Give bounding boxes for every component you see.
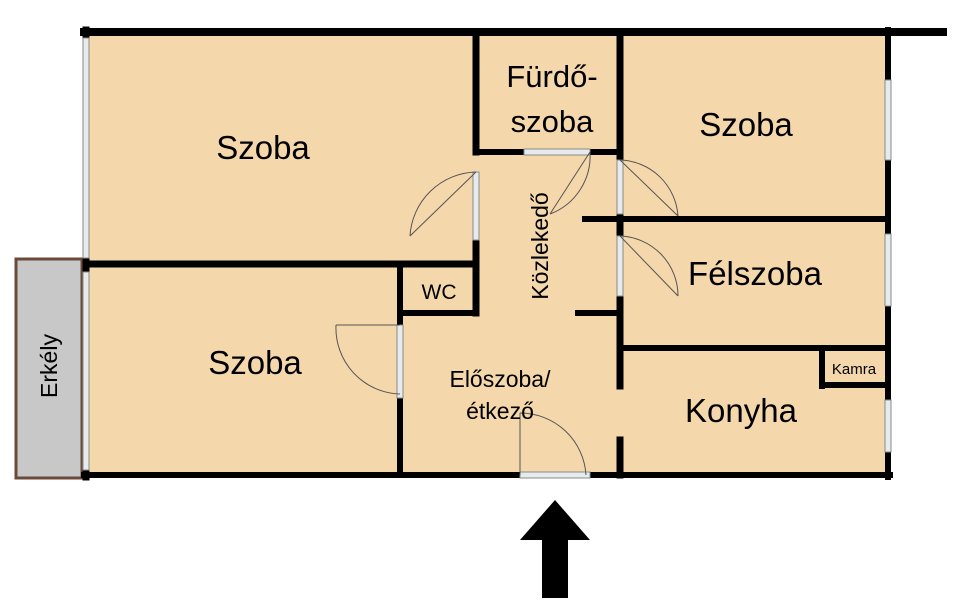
window-right-mid <box>884 233 892 307</box>
window-right-lower <box>884 399 892 453</box>
label-furdoszoba-2: szoba <box>511 104 594 139</box>
door-szoba-right <box>619 159 679 217</box>
frame-szoba-right <box>616 159 624 215</box>
frame-entrance <box>519 471 591 479</box>
frame-szoba-top-left <box>472 171 480 241</box>
label-felszoba: Félszoba <box>688 255 823 292</box>
frame-bath <box>523 148 591 156</box>
label-kamra: Kamra <box>832 361 877 378</box>
door-swings <box>335 151 679 476</box>
door-felszoba <box>619 235 679 297</box>
label-konyha: Konyha <box>685 392 798 429</box>
window-left-upper <box>82 37 90 259</box>
balcony <box>14 257 84 480</box>
window-right-upper <box>884 79 892 161</box>
arrow-up-icon <box>520 500 590 598</box>
windows <box>82 37 892 471</box>
label-eloszoba-1: Előszoba/ <box>449 366 551 392</box>
frame-szoba-bottom-left <box>396 324 404 399</box>
label-kozlekedo: Közlekedő <box>527 192 553 299</box>
door-bath <box>549 151 591 215</box>
label-eloszoba-2: étkező <box>466 398 534 424</box>
label-szoba-bottom-left: Szoba <box>208 344 302 381</box>
label-szoba-right: Szoba <box>699 106 793 143</box>
window-left-lower <box>82 271 90 471</box>
door-entrance <box>519 412 587 476</box>
balcony-area <box>14 257 84 480</box>
label-szoba-top-left: Szoba <box>216 129 310 166</box>
frame-felszoba <box>616 235 624 297</box>
floor-area <box>86 32 890 475</box>
floor-main <box>86 32 890 475</box>
label-furdoszoba-1: Fürdő- <box>506 59 597 94</box>
label-wc: WC <box>422 281 457 304</box>
door-szoba-top-left <box>409 171 477 237</box>
interior-walls <box>82 28 891 479</box>
room-labels: Szoba Szoba Szoba Fürdő- szoba Közlekedő… <box>36 59 877 429</box>
door-szoba-bottom-left <box>335 324 401 395</box>
entrance-arrow <box>520 500 590 598</box>
label-erkely: Erkély <box>36 334 62 398</box>
